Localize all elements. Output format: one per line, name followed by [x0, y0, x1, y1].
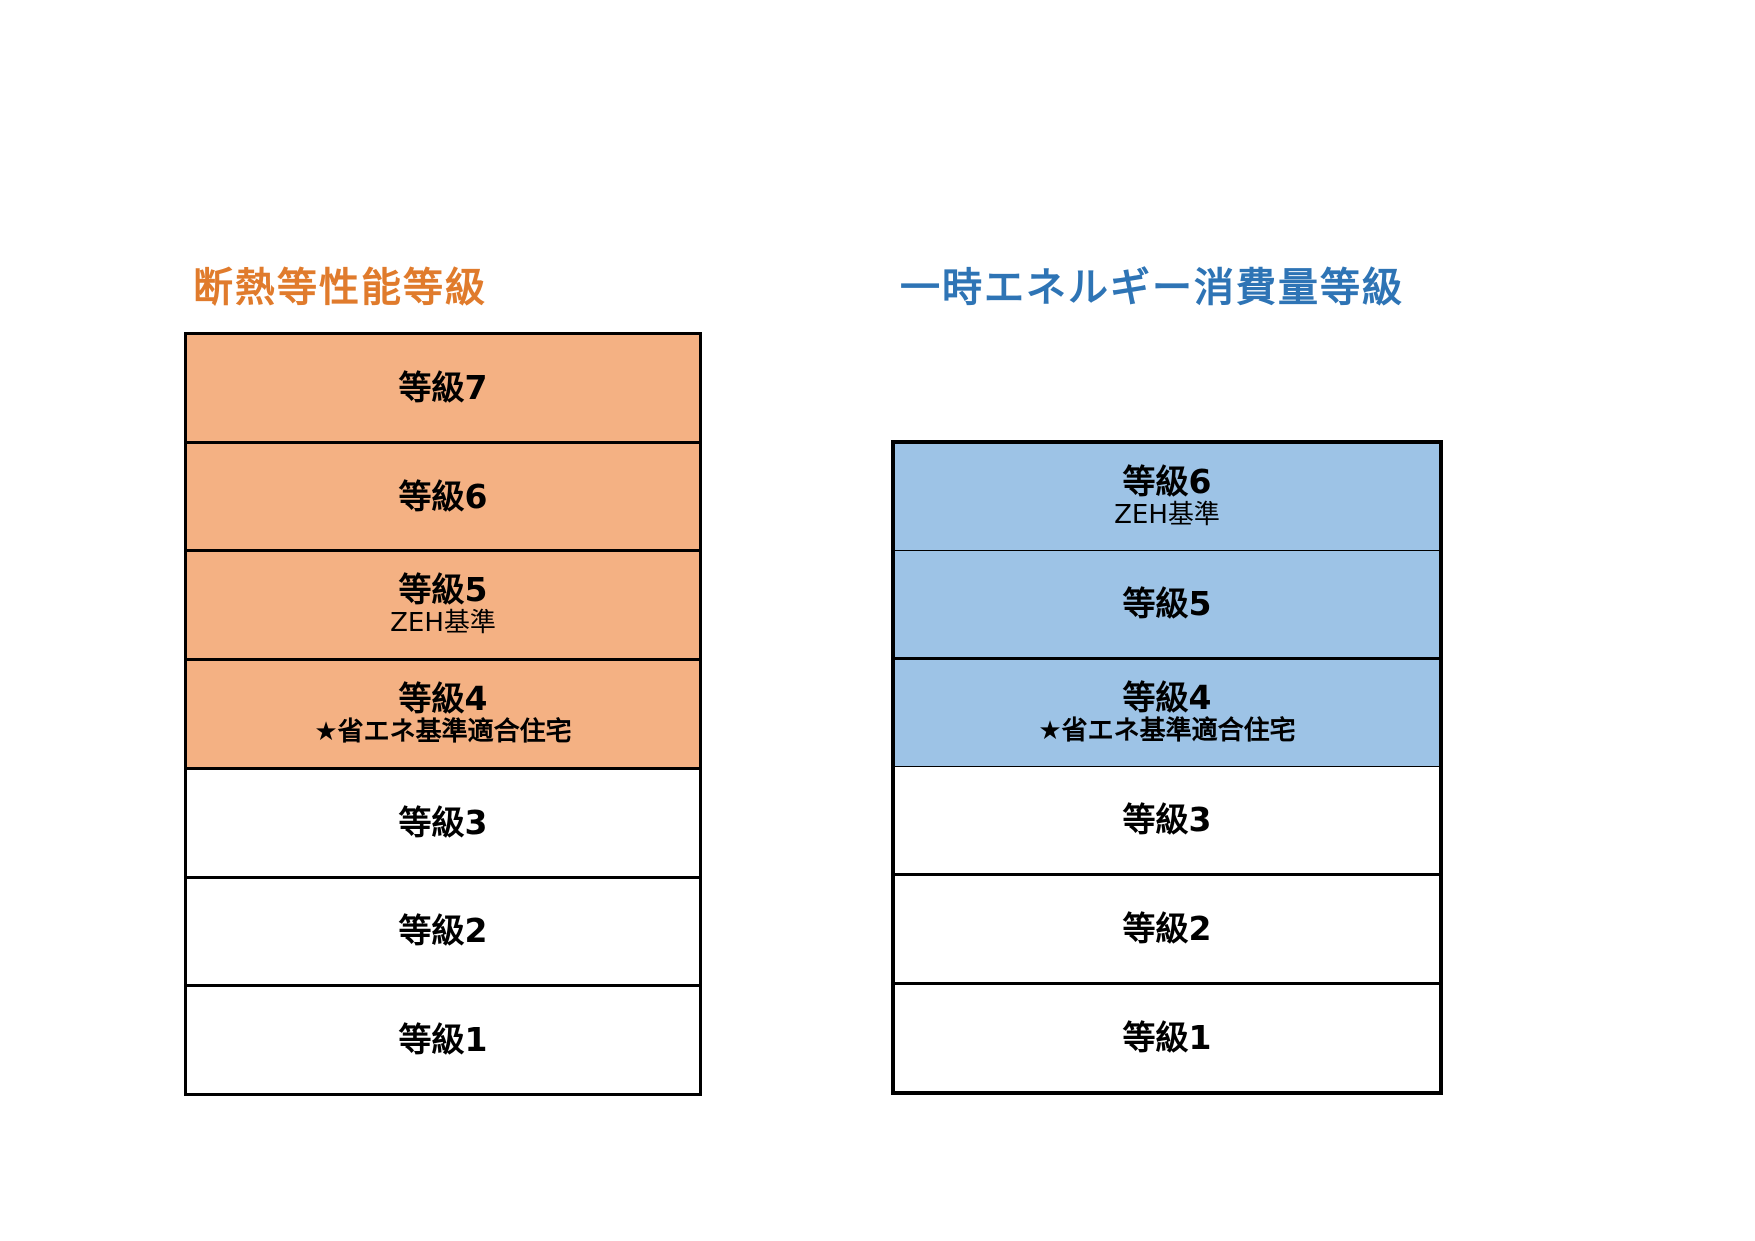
- grade-label: 等級5: [1122, 584, 1212, 624]
- energy-grade-3-cell: 等級3: [895, 766, 1439, 873]
- energy-grade-4-cell: 等級4 ★省エネ基準適合住宅: [895, 657, 1439, 766]
- grade-label: 等級3: [1122, 800, 1212, 840]
- grade-label: 等級1: [398, 1020, 488, 1060]
- grade-label: 等級1: [1122, 1018, 1212, 1058]
- grade-label: 等級3: [398, 802, 488, 842]
- energy-consumption-grade-ladder: 等級6 ZEH基準 等級5 等級4 ★省エネ基準適合住宅 等級3 等級2 等級1: [891, 440, 1443, 1095]
- insulation-grade-6-cell: 等級6: [187, 440, 699, 550]
- energy-grade-6-cell: 等級6 ZEH基準: [895, 444, 1439, 550]
- insulation-grade-ladder: 等級7 等級6 等級5 ZEH基準 等級4 ★省エネ基準適合住宅 等級3 等級2…: [184, 332, 702, 1096]
- energy-grade-1-cell: 等級1: [895, 982, 1439, 1091]
- insulation-grade-2-cell: 等級2: [187, 875, 699, 985]
- grade-label: 等級7: [398, 367, 488, 407]
- grade-label: 等級4: [398, 679, 488, 719]
- grade-label: 等級4: [1122, 678, 1212, 718]
- insulation-grade-4-cell: 等級4 ★省エネ基準適合住宅: [187, 658, 699, 767]
- grade-label: 等級5: [398, 570, 488, 610]
- grade-note: ZEH基準: [390, 608, 496, 639]
- grade-label: 等級6: [398, 476, 488, 516]
- grade-note: ZEH基準: [1114, 500, 1220, 531]
- energy-grade-2-cell: 等級2: [895, 873, 1439, 982]
- grade-label: 等級6: [1122, 462, 1212, 502]
- grade-note: ★省エネ基準適合住宅: [1038, 716, 1296, 747]
- energy-grade-5-cell: 等級5: [895, 550, 1439, 657]
- grade-label: 等級2: [398, 911, 488, 951]
- insulation-grade-5-cell: 等級5 ZEH基準: [187, 549, 699, 659]
- grade-note: ★省エネ基準適合住宅: [314, 717, 572, 748]
- insulation-grade-3-cell: 等級3: [187, 766, 699, 876]
- grade-label: 等級2: [1122, 909, 1212, 949]
- insulation-grade-title: 断熱等性能等級: [193, 265, 487, 311]
- insulation-grade-1-cell: 等級1: [187, 984, 699, 1094]
- energy-consumption-grade-title: 一時エネルギー消費量等級: [900, 265, 1404, 311]
- insulation-grade-7-cell: 等級7: [187, 335, 699, 441]
